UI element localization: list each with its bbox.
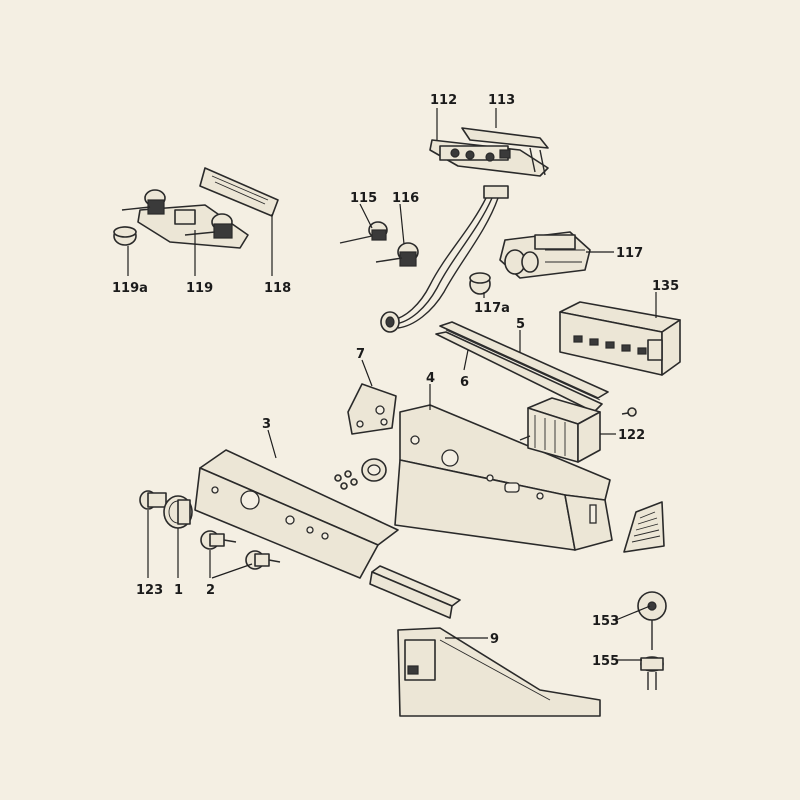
callout-6: 6: [460, 375, 469, 390]
callout-4: 4: [426, 371, 435, 386]
callout-153: 153: [592, 614, 619, 629]
callout-5: 5: [516, 317, 525, 332]
callout-9: 9: [490, 632, 499, 647]
part-7-side-bracket: [347, 383, 397, 435]
washer-set: [334, 458, 387, 490]
part-112-113-bracket: [429, 127, 549, 177]
callout-117a: 117a: [474, 301, 510, 316]
callout-1: 1: [174, 583, 183, 598]
callout-117: 117: [616, 246, 643, 261]
callout-3: 3: [262, 417, 271, 432]
callout-123: 123: [136, 583, 163, 598]
callout-155: 155: [592, 654, 619, 669]
callout-119: 119: [186, 281, 213, 296]
part-117a-knob: [469, 272, 491, 295]
leader-lines: [127, 108, 657, 661]
part-153-potentiometer: [637, 591, 667, 650]
part-115-potentiometer: [339, 221, 388, 244]
callout-135: 135: [652, 279, 679, 294]
part-9-lower-chassis: [369, 565, 601, 717]
callout-113: 113: [488, 93, 515, 108]
callout-112: 112: [430, 93, 457, 108]
part-135-terminal-block: [559, 301, 681, 376]
part-116-potentiometer: [375, 242, 419, 267]
screw-icon: [621, 407, 637, 417]
speaker-grille: [623, 501, 665, 553]
part-122-transformer: [519, 397, 601, 463]
part-118-119-board: [113, 167, 279, 249]
part-117-switch-module: [499, 231, 591, 279]
callout-115: 115: [350, 191, 377, 206]
callout-2: 2: [206, 583, 215, 598]
part-4-chassis: [394, 404, 613, 551]
callout-116: 116: [392, 191, 419, 206]
callout-labels: 112 113 115 116 117 117a 118 119 119a 13…: [112, 93, 679, 669]
part-155-knob: [640, 656, 664, 690]
part-1-tuning-knob: [163, 495, 193, 529]
part-123-knob-insert: [139, 490, 167, 510]
callout-7: 7: [356, 347, 365, 362]
part-3-front-panel: [194, 449, 399, 579]
callout-118: 118: [264, 281, 291, 296]
part-5-6-rail: [435, 321, 609, 413]
callout-122: 122: [618, 428, 645, 443]
wiring-harness: [380, 185, 509, 333]
callout-119a: 119a: [112, 281, 148, 296]
